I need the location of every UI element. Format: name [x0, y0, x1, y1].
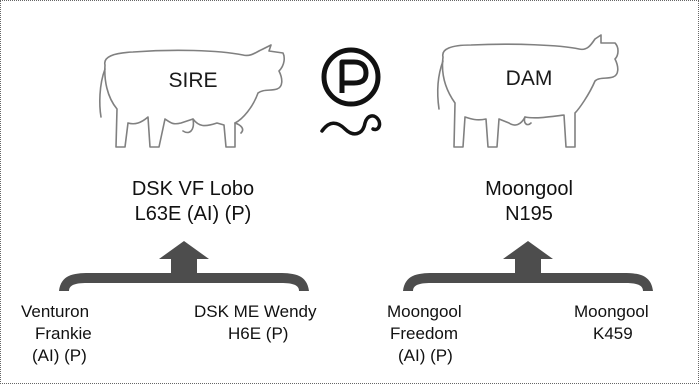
dam-id: N195: [505, 203, 553, 225]
sire-parent-left-line2: Frankie: [35, 324, 92, 343]
sire-parent-left-line1: Venturon: [21, 302, 90, 321]
dam-parent-right-line2: K459: [593, 324, 633, 343]
sire-label: SIRE: [168, 69, 218, 92]
sire-id: L63E (AI) (P): [134, 203, 252, 225]
sire-parent-left-line3: (AI) (P): [32, 346, 87, 365]
dam-parent-left-line2: Freedom: [390, 324, 459, 343]
cow-icon: [437, 34, 619, 148]
sire-name: DSK VF Lobo: [131, 178, 255, 200]
dam-parent-right: Moongool K459: [571, 301, 681, 345]
dam-parent-left: Moongool Freedom (AI) (P): [379, 301, 529, 367]
sire-parent-right: DSK ME Wendy H6E (P): [177, 301, 337, 345]
dam-name: Moongool: [485, 178, 573, 200]
sire-parent-right-line1: DSK ME Wendy: [194, 302, 317, 321]
polled-p-icon: [320, 47, 382, 136]
dam-label: DAM: [505, 67, 553, 90]
dam-parent-left-line1: Moongool: [387, 302, 462, 321]
sire-inheritance-arrow: [59, 241, 309, 291]
sire-parent-left: Venturon Frankie (AI) (P): [21, 301, 171, 367]
bull-icon: [99, 44, 285, 148]
dam-parent-right-line1: Moongool: [574, 302, 649, 321]
dam-inheritance-arrow: [403, 241, 653, 291]
sire-parent-right-line2: H6E (P): [228, 324, 289, 343]
dam-parent-left-line3: (AI) (P): [398, 346, 453, 365]
